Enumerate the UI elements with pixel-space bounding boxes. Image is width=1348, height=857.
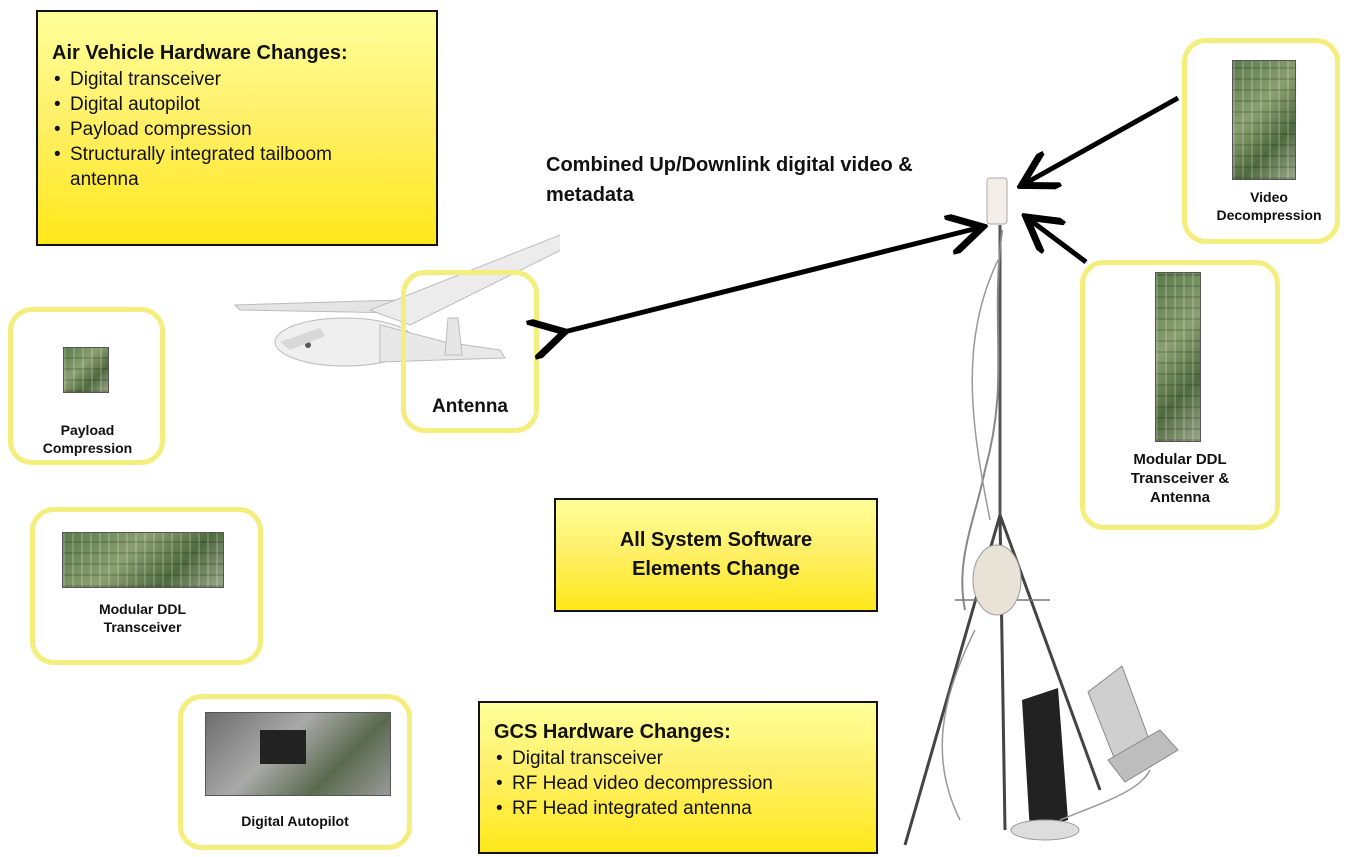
link-label: Combined Up/Downlink digital video & met…: [546, 154, 913, 206]
payload-compression-label: Payload Compression: [42, 422, 133, 456]
air-vehicle-box-title: Air Vehicle Hardware Changes:: [52, 42, 348, 64]
video-decompression-arrow: [1026, 95, 1180, 183]
air-vehicle-change-list: Digital transceiver Digital autopilot Pa…: [52, 67, 422, 192]
payload-compression-board-image: [63, 347, 109, 393]
list-item: Digital transceiver: [494, 746, 862, 771]
list-item: Structurally integrated tailboom antenna: [52, 142, 390, 192]
list-item: RF Head integrated antenna: [494, 796, 862, 821]
gcs-hardware-box: GCS Hardware Changes: Digital transceive…: [478, 701, 878, 854]
modular-ddl-transceiver-board-image: [62, 532, 224, 588]
gcs-change-list: Digital transceiver RF Head video decomp…: [494, 746, 862, 821]
transceiver-antenna-arrow: [1030, 220, 1088, 264]
software-elements-text: All System Software Elements Change: [619, 529, 813, 580]
list-item: RF Head video decompression: [494, 771, 862, 796]
modular-ddl-transceiver-antenna-label: Modular DDL Transceiver & Antenna: [1130, 451, 1230, 506]
list-item: Digital autopilot: [52, 92, 422, 117]
digital-autopilot-label: Digital Autopilot: [241, 813, 349, 829]
antenna-label: Antenna: [432, 396, 508, 417]
gcs-box-title: GCS Hardware Changes:: [494, 721, 731, 743]
software-elements-box: All System Software Elements Change: [554, 498, 878, 612]
list-item: Digital transceiver: [52, 67, 422, 92]
modular-ddl-transceiver-antenna-board-image: [1155, 272, 1201, 442]
modular-ddl-transceiver-label: Modular DDL Transceiver: [98, 601, 187, 635]
uav-aircraft-image: [233, 234, 560, 367]
video-decompression-board-image: [1232, 60, 1296, 180]
list-item: Payload compression: [52, 117, 422, 142]
air-vehicle-hardware-box: Air Vehicle Hardware Changes: Digital tr…: [36, 10, 438, 246]
autopilot-chip-image: [260, 730, 306, 764]
video-decompression-label: Video Decompression: [1216, 189, 1322, 223]
up-down-link-arrow: [560, 228, 978, 333]
